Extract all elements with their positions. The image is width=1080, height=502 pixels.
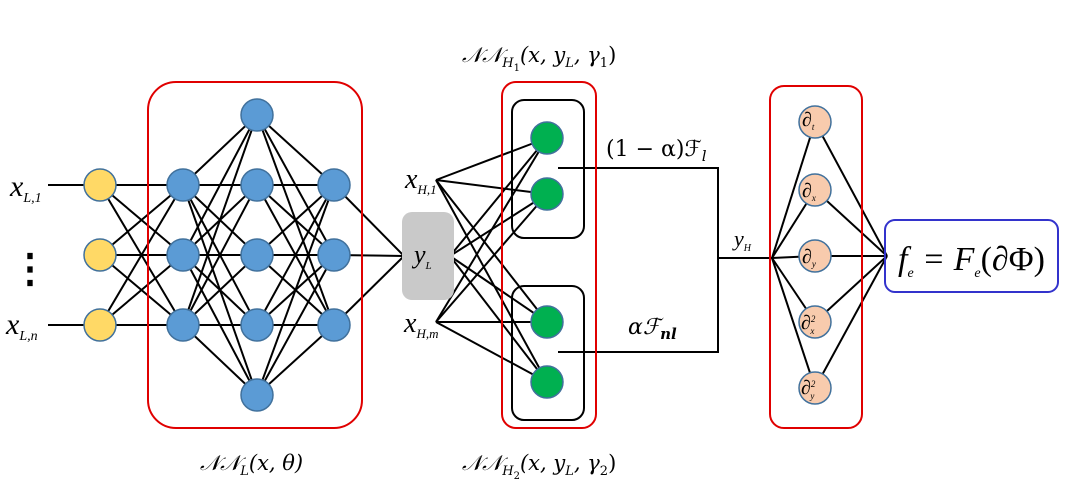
connection-hidden2-hidden3 <box>256 184 335 326</box>
x-hm-label: xH,m <box>403 308 438 341</box>
nn-h1-inner-box <box>511 99 585 239</box>
hidden2-node <box>240 98 274 132</box>
connection-input-hidden1 <box>99 184 184 256</box>
nn-h-box <box>501 81 597 429</box>
hidden1-node <box>166 168 200 202</box>
connection-hidden1-hidden2 <box>182 184 258 326</box>
connection-to-high <box>435 179 548 323</box>
nn-l-label: 𝒩𝒩L(x, θ) <box>200 451 303 479</box>
input-node <box>83 238 117 272</box>
hidden2-node <box>240 308 274 342</box>
hidden1-node <box>166 308 200 342</box>
x-h1-label: xH,1 <box>404 164 437 197</box>
connection-to-high <box>435 137 548 323</box>
connection-hidden2-hidden3 <box>256 184 335 396</box>
y-l-box <box>402 212 454 300</box>
nonlinear-term-label: αℱnl <box>628 315 677 343</box>
nn-h2-label: 𝒩𝒩H2(x, yL, γ2) <box>462 451 616 482</box>
linear-term-label: (1 − α)ℱl <box>606 137 707 165</box>
connection-to-high <box>435 193 548 323</box>
high2-node <box>530 365 564 399</box>
hidden3-node <box>317 168 351 202</box>
connection-to-high <box>435 137 548 181</box>
derivative-node <box>798 105 832 139</box>
derivative-node <box>798 173 832 207</box>
connection-input-hidden1 <box>99 184 184 326</box>
linear-path <box>558 167 719 258</box>
derivative-node <box>798 371 832 405</box>
labels: xL,1 ⋮ xL,n xH,1 xH,m yL yH 𝒩𝒩L(x, θ) 𝒩𝒩… <box>5 43 1045 482</box>
connections <box>48 114 888 396</box>
deriv-x-label: ∂x <box>802 180 816 203</box>
connection-to-high <box>435 321 548 383</box>
y-l-label: yL <box>411 240 432 272</box>
connection-hidden1-hidden2 <box>182 324 258 396</box>
connection-to-high <box>449 137 548 257</box>
connection-hidden2-hidden3 <box>256 184 335 256</box>
input-node <box>83 168 117 202</box>
connection-input-hidden1 <box>99 254 184 326</box>
high1-node <box>530 177 564 211</box>
connection-hidden1-hidden2 <box>182 114 258 326</box>
connection-hidden1-hidden2 <box>182 114 258 186</box>
hidden2-node <box>240 168 274 202</box>
connection-to-high <box>435 179 548 383</box>
hidden2-node <box>240 238 274 272</box>
nn-h1-label: 𝒩𝒩H1(x, yL, γ1) <box>462 43 616 74</box>
output-formula: fe = Fe(∂Φ) <box>898 241 1045 281</box>
connection-derivative-output <box>814 255 888 389</box>
connection-to-high <box>449 255 548 323</box>
deriv-y-label: ∂y <box>802 246 816 269</box>
nodes <box>83 98 832 412</box>
hidden3-node <box>317 308 351 342</box>
connection-to-high <box>449 193 548 257</box>
high1-node <box>530 121 564 155</box>
derivative-node <box>798 305 832 339</box>
connection-hidden2-hidden3 <box>256 324 335 396</box>
connection-hidden1-hidden2 <box>182 114 258 256</box>
connection-yh-derivative <box>771 121 816 259</box>
connection-to-high <box>449 255 548 383</box>
derivative-node <box>798 239 832 273</box>
nn-h2-inner-box <box>511 285 585 421</box>
connection-derivative-output <box>814 121 888 257</box>
input-node <box>83 308 117 342</box>
input-ellipsis: ⋮ <box>10 245 50 292</box>
connection-yh-derivative <box>771 257 816 389</box>
hidden3-node <box>317 238 351 272</box>
hidden1-node <box>166 238 200 272</box>
connection-hidden2-hidden3 <box>256 254 335 396</box>
high2-node <box>530 305 564 339</box>
deriv-t-label: ∂t <box>802 109 815 132</box>
connection-to-high <box>435 179 548 195</box>
hidden2-node <box>240 378 274 412</box>
connection-hidden2-hidden3 <box>256 114 335 186</box>
nonlinear-path <box>558 258 719 353</box>
connection-hidden1-hidden2 <box>182 254 258 326</box>
x-ln-label: xL,n <box>5 308 38 344</box>
nn-l-box <box>147 81 363 429</box>
x-l1-label: xL,1 <box>9 170 42 206</box>
y-h-label: yH <box>732 226 752 254</box>
derivative-box <box>769 85 863 429</box>
output-formula-box <box>884 219 1059 293</box>
